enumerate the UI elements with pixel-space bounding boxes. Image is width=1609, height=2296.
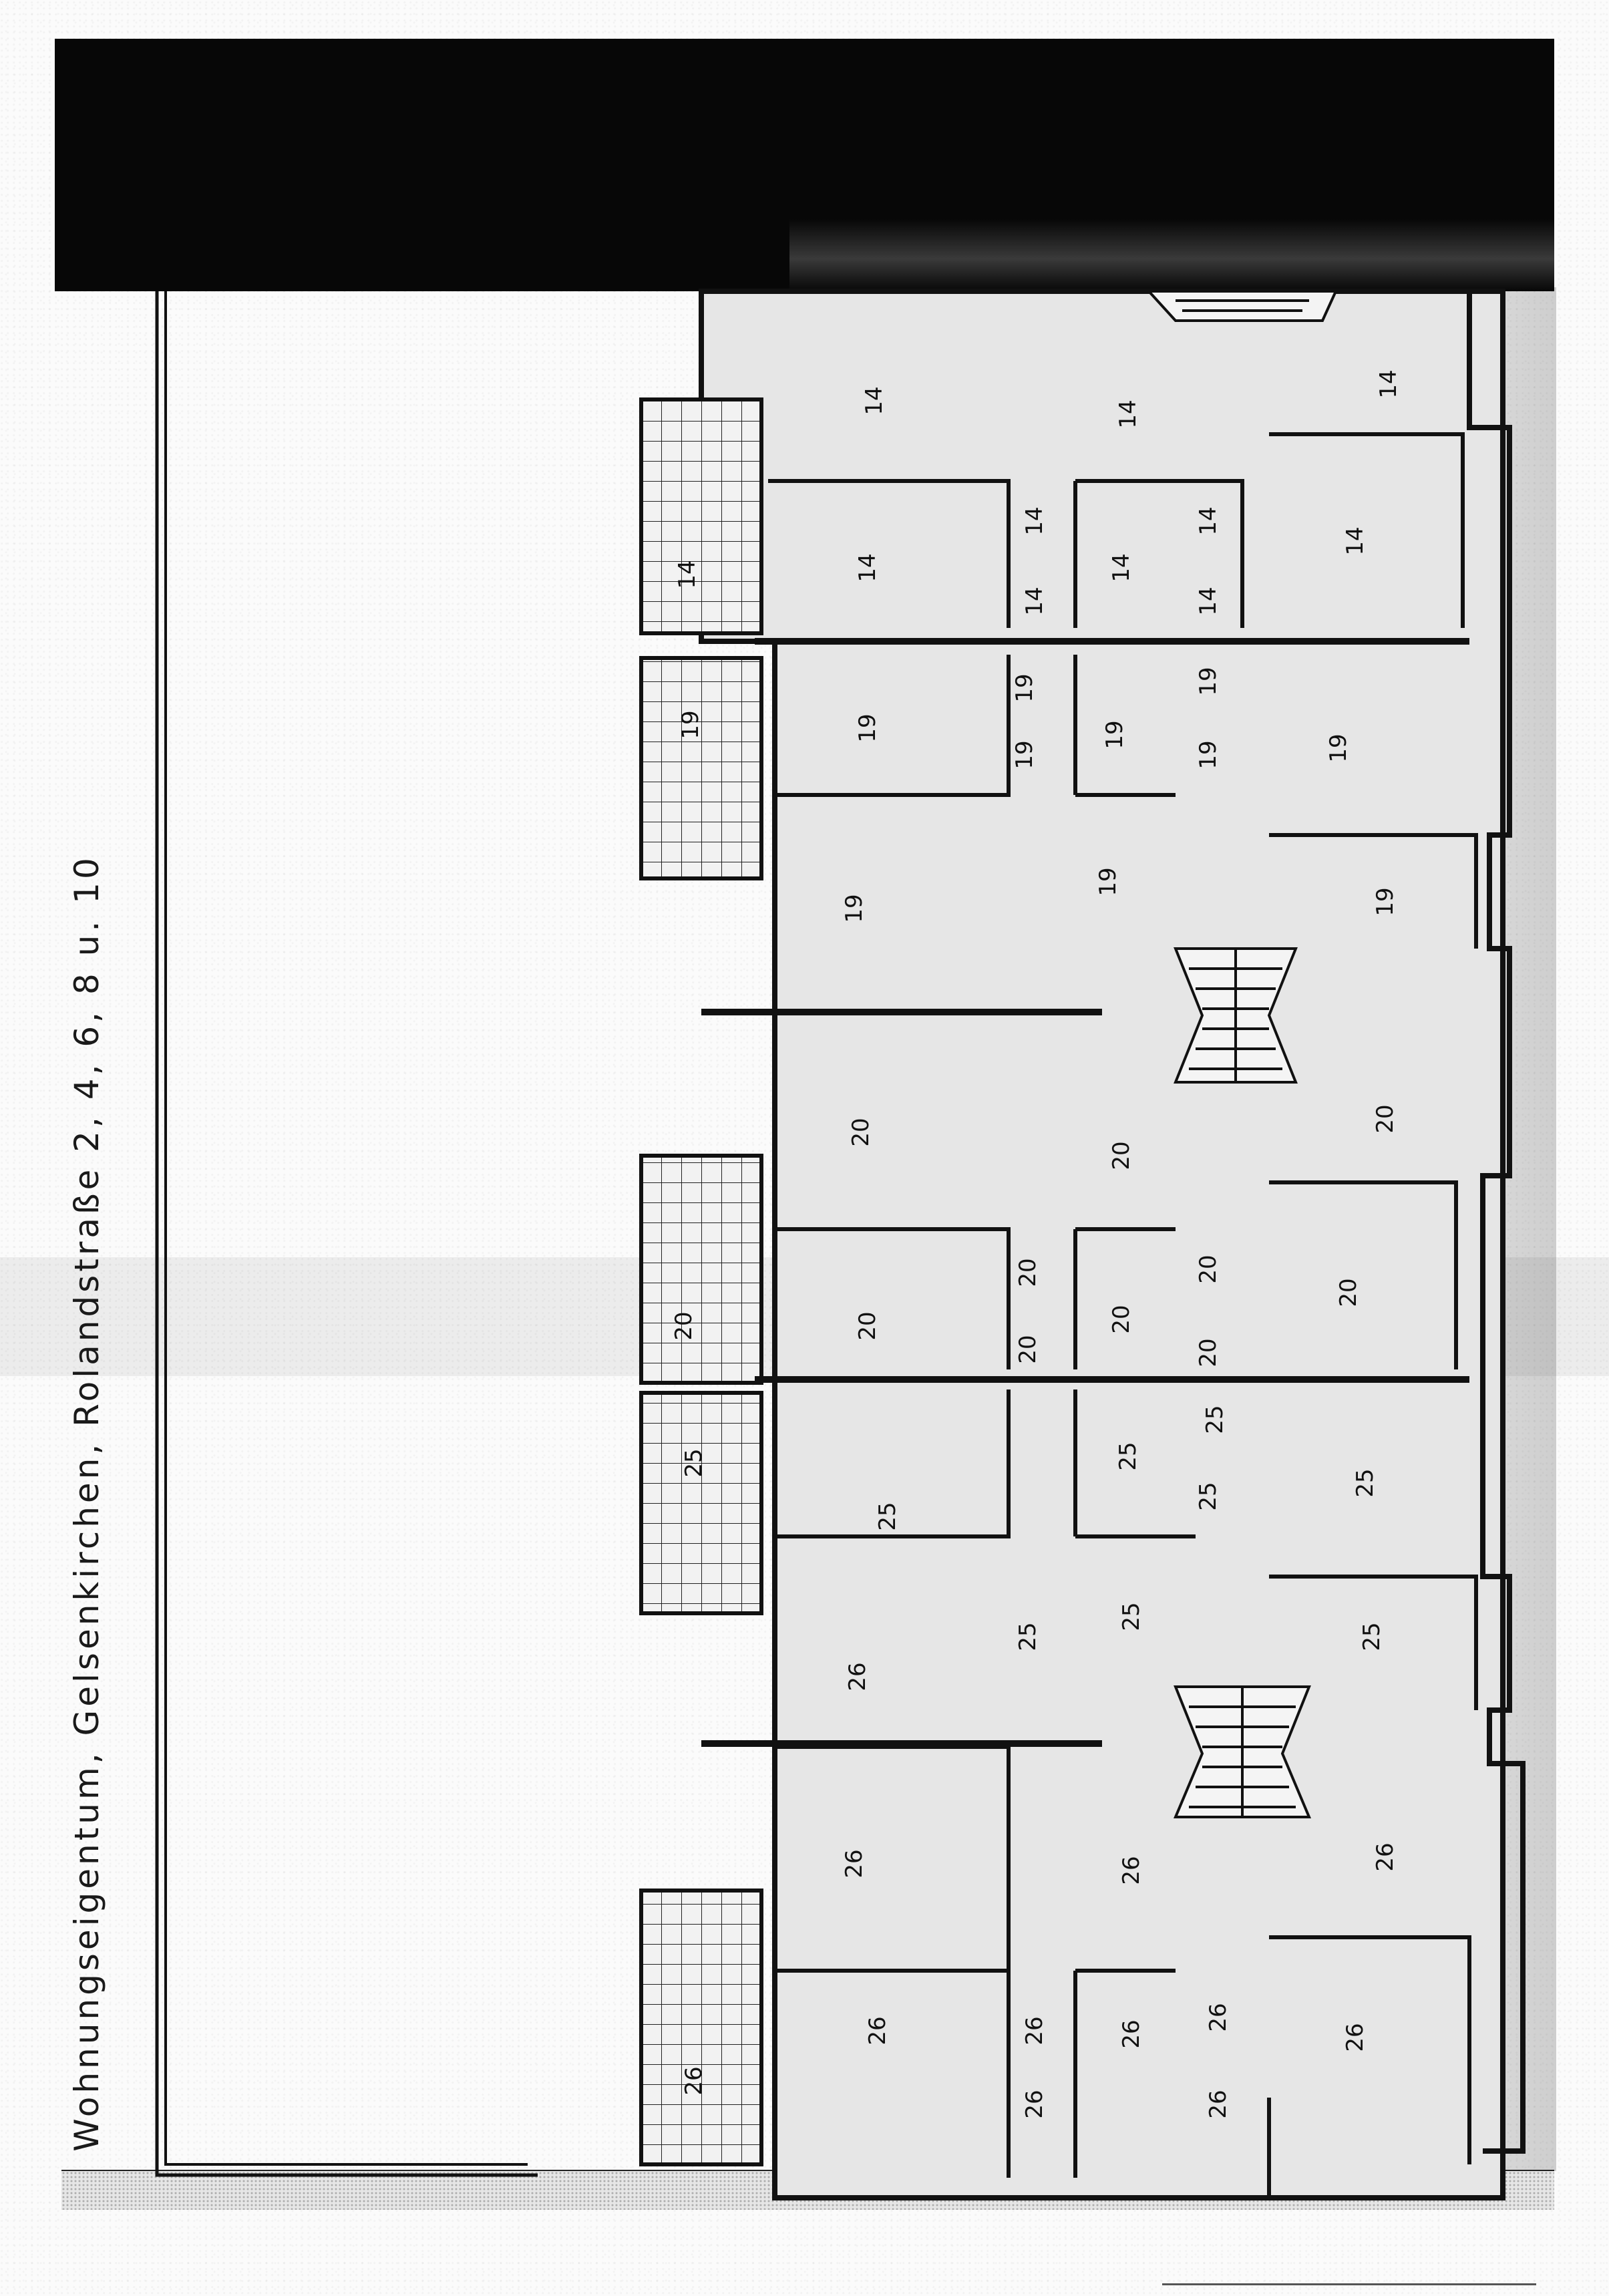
room-label-25: 25 (1359, 1622, 1385, 1651)
room-label-25: 25 (1118, 1602, 1145, 1631)
staircase-north (1145, 290, 1338, 322)
room-label-14: 14 (1021, 587, 1048, 615)
room-label-20: 20 (671, 1311, 697, 1340)
exterior-wall-right (1467, 291, 1526, 2154)
room-label-19: 19 (1011, 673, 1038, 702)
room-label-14: 14 (1021, 506, 1048, 535)
staircase-south (1173, 1685, 1312, 1818)
room-label-20: 20 (1108, 1305, 1135, 1333)
room-label-20: 20 (1195, 1255, 1222, 1283)
site-boundary-inner (164, 291, 528, 2166)
room-label-19: 19 (1372, 887, 1399, 916)
room-label-14: 14 (674, 560, 701, 589)
room-label-26: 26 (1118, 2019, 1145, 2048)
room-label-14: 14 (1195, 506, 1222, 535)
balcony-25 (639, 1391, 763, 1615)
room-label-19: 19 (1195, 667, 1222, 695)
room-labels: 14 14 14 14 14 14 14 14 14 14 14 19 19 1… (671, 369, 1402, 2118)
balcony-26 (639, 1889, 763, 2166)
building-outline (699, 289, 1505, 2200)
room-label-20: 20 (1015, 1335, 1041, 1363)
room-label-26: 26 (1021, 2090, 1048, 2118)
room-label-25: 25 (1352, 1468, 1379, 1497)
interior-walls (768, 432, 1478, 2198)
room-label-19: 19 (677, 710, 704, 739)
room-label-19: 19 (1011, 740, 1038, 769)
room-label-25: 25 (1202, 1405, 1228, 1434)
room-label-19: 19 (841, 894, 868, 923)
room-label-20: 20 (854, 1311, 881, 1340)
room-label-26: 26 (841, 1849, 868, 1878)
room-label-14: 14 (1195, 587, 1222, 615)
room-label-14: 14 (854, 553, 881, 582)
room-label-25: 25 (874, 1502, 901, 1530)
room-label-19: 19 (1325, 733, 1352, 762)
balcony-14 (639, 397, 763, 635)
balconies (639, 397, 763, 2166)
room-label-14: 14 (1375, 369, 1402, 398)
room-label-14: 14 (1108, 553, 1135, 582)
room-label-26: 26 (1205, 2090, 1232, 2118)
staircases (1145, 290, 1338, 1818)
room-label-25: 25 (1195, 1482, 1222, 1510)
scanner-black-edge (55, 39, 1554, 291)
balcony-20 (639, 1154, 763, 1385)
party-walls (701, 638, 1469, 1747)
room-label-14: 14 (1342, 526, 1369, 555)
room-label-19: 19 (1195, 740, 1222, 769)
staircase-middle (1174, 947, 1298, 1084)
room-label-26: 26 (1372, 1842, 1399, 1871)
room-label-26: 26 (1205, 2003, 1232, 2031)
room-label-25: 25 (681, 1448, 707, 1477)
room-label-26: 26 (1342, 2023, 1369, 2052)
room-label-25: 25 (1015, 1622, 1041, 1651)
room-label-26: 26 (864, 2016, 891, 2045)
room-label-20: 20 (1108, 1141, 1135, 1170)
site-boundary (155, 291, 538, 2177)
room-label-20: 20 (1372, 1104, 1399, 1133)
room-label-14: 14 (861, 386, 888, 415)
room-label-26: 26 (1118, 1856, 1145, 1884)
room-label-20: 20 (1015, 1258, 1041, 1287)
room-label-19: 19 (854, 713, 881, 742)
room-label-14: 14 (1115, 399, 1141, 428)
room-label-26: 26 (844, 1662, 871, 1691)
room-label-19: 19 (1101, 720, 1128, 749)
room-label-19: 19 (1095, 867, 1121, 896)
room-label-20: 20 (1335, 1278, 1362, 1307)
room-label-20: 20 (1195, 1338, 1222, 1367)
room-label-25: 25 (1115, 1442, 1141, 1470)
bottom-rule (1162, 2283, 1536, 2285)
balcony-19 (639, 656, 763, 880)
room-label-26: 26 (1021, 2016, 1048, 2045)
room-label-20: 20 (848, 1118, 874, 1146)
room-label-26: 26 (681, 2066, 707, 2095)
